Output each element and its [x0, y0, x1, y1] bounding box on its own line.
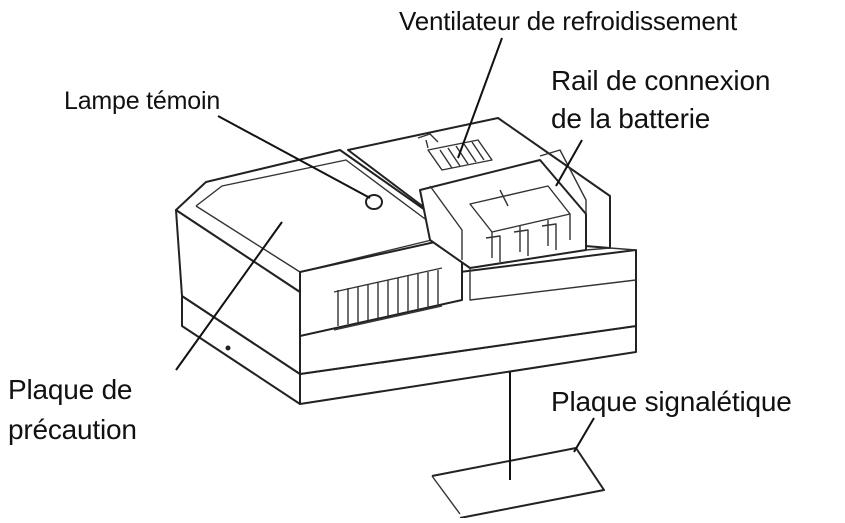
- cooling-fan-grille: [417, 133, 493, 171]
- label-battery-rail-line2: de la batterie: [551, 103, 711, 134]
- indicator-lamp: [365, 194, 383, 210]
- label-caution-plate-line2: précaution: [8, 414, 137, 445]
- rating-plate: [431, 447, 605, 519]
- label-cooling-fan: Ventilateur de refroidissement: [399, 6, 737, 36]
- label-battery-rail-line1: Rail de connexion: [551, 65, 771, 96]
- charger-body: [175, 117, 637, 405]
- label-indicator-lamp: Lampe témoin: [64, 87, 221, 115]
- label-caution-plate-line1: Plaque de: [8, 374, 133, 405]
- leader-lines: [175, 37, 595, 480]
- label-rating-plate: Plaque signalétique: [551, 386, 792, 417]
- front-vent-slots: [333, 267, 443, 331]
